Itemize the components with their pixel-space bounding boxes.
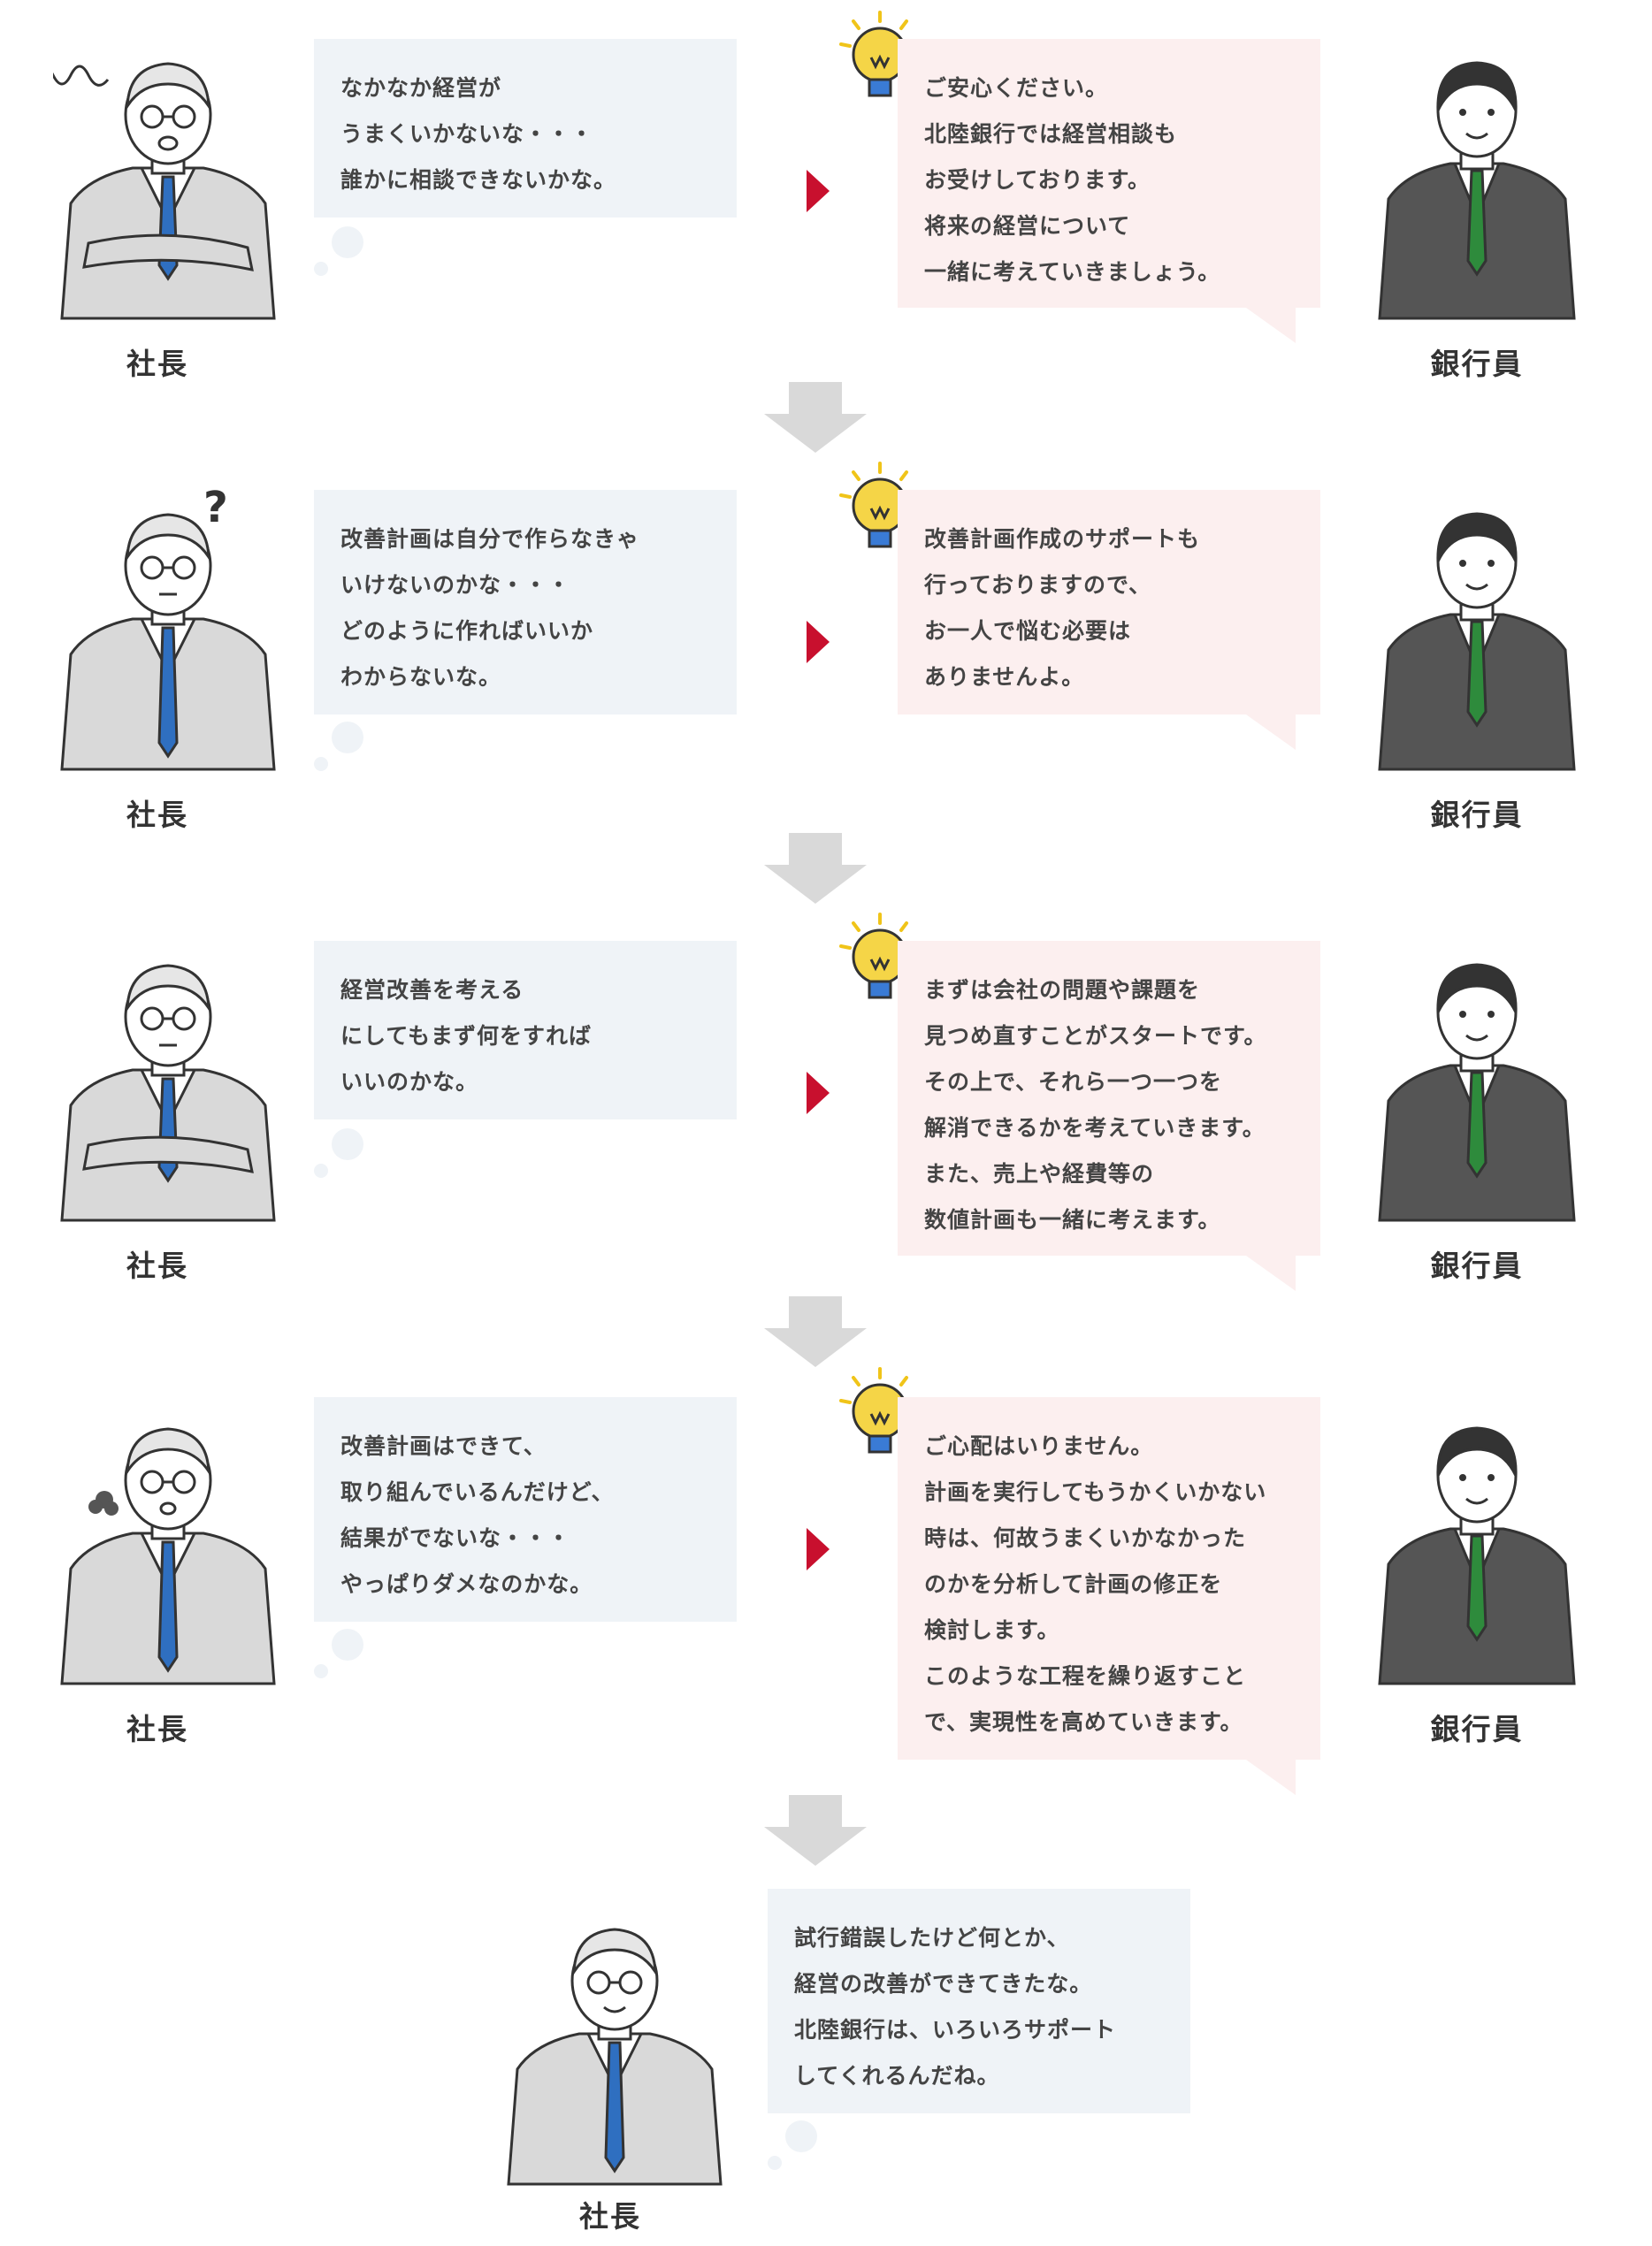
president-illustration: [60, 1427, 276, 1685]
lightbulb-icon: [839, 462, 921, 548]
sigh-puff-icon: [88, 1491, 119, 1516]
bubble-line: また、売上や経費等の: [924, 1161, 1155, 1187]
president-illustration: [53, 62, 276, 320]
president-speech-bubble: 改善計画は自分で作らなきゃ いけないのかな・・・ どのように作ればいいか わから…: [314, 490, 737, 714]
bubble-line: 経営の改善ができてきたな。: [794, 1971, 1093, 1997]
dialogue-row-3: 社長 経営改善を考える にしてもまず何をすれば いいのかな。 まずは会社の問題や…: [0, 902, 1652, 1291]
bubble-line: このような工程を繰り返すこと: [924, 1663, 1247, 1689]
bubble-line: 誰かに相談できないかな。: [340, 167, 617, 193]
bubble-line: 検討します。: [924, 1617, 1060, 1643]
bubble-line: やっぱりダメなのかな。: [340, 1571, 593, 1597]
banker-caption: 銀行員: [1430, 1249, 1524, 1283]
worried-squiggle-icon: [53, 65, 110, 87]
bubble-line: お受けしております。: [924, 167, 1151, 193]
bubble-line: 改善計画はできて、: [340, 1433, 547, 1459]
bubble-line: ありませんよ。: [924, 664, 1085, 690]
bubble-line: 結果がでないな・・・: [340, 1525, 571, 1551]
bubble-line: お一人で悩む必要は: [924, 618, 1132, 644]
bubble-line: 北陸銀行では経営相談も: [924, 121, 1178, 147]
down-arrow-icon: [764, 1296, 867, 1367]
president-figure: [53, 1401, 276, 1692]
bubble-line: 行っておりますので、: [924, 572, 1152, 598]
bubble-tail: [1246, 1256, 1296, 1291]
president-speech-bubble: 改善計画はできて、 取り組んでいるんだけど、 結果がでないな・・・ やっぱりダメ…: [314, 1397, 737, 1622]
bubble-tail: [1246, 308, 1296, 343]
down-arrow-icon: [764, 833, 867, 904]
banker-figure: [1371, 500, 1576, 774]
red-triangle-arrow-icon: [807, 1072, 830, 1114]
banker-illustration: [1378, 61, 1576, 320]
bubble-line: ご心配はいりません。: [924, 1433, 1154, 1459]
banker-illustration: [1378, 512, 1576, 771]
bubble-line: わからないな。: [340, 664, 502, 690]
president-speech-bubble: 試行錯誤したけど何とか、 経営の改善ができてきたな。 北陸銀行は、いろいろサポー…: [768, 1889, 1190, 2113]
president-figure: [53, 35, 276, 327]
president-caption: 社長: [126, 798, 188, 832]
bubble-line: 改善計画作成のサポートも: [924, 526, 1201, 552]
bubble-line: 取り組んでいるんだけど、: [340, 1479, 615, 1505]
banker-figure: [1371, 49, 1576, 323]
final-row: 社長 試行錯誤したけど何とか、 経営の改善ができてきたな。 北陸銀行は、いろいろ…: [0, 1875, 1652, 2246]
banker-speech-bubble: ご安心ください。 北陸銀行では経営相談も お受けしております。 将来の経営につい…: [898, 39, 1320, 343]
bubble-line: いいのかな。: [340, 1069, 479, 1095]
bubble-tail: [1246, 1760, 1296, 1795]
president-illustration: ?: [60, 486, 276, 771]
bubble-line: 時は、何故うまくいかなかった: [924, 1525, 1247, 1551]
president-speech-bubble: 経営改善を考える にしてもまず何をすれば いいのかな。: [314, 941, 737, 1119]
president-figure: [53, 937, 276, 1229]
bubble-line: のかを分析して計画の修正を: [924, 1571, 1223, 1597]
down-arrow-icon: [764, 382, 867, 453]
president-caption: 社長: [579, 2199, 641, 2234]
bubble-line: ご安心ください。: [924, 75, 1109, 101]
question-mark-icon: ?: [203, 486, 228, 532]
president-figure: [500, 1901, 723, 2193]
bubble-line: 改善計画は自分で作らなきゃ: [340, 526, 640, 552]
president-speech-bubble: なかなか経営が うまくいかないな・・・ 誰かに相談できないかな。: [314, 39, 737, 218]
bubble-line: 将来の経営について: [924, 213, 1131, 239]
bubble-line: 解消できるかを考えていきます。: [924, 1115, 1266, 1141]
bubble-line: してくれるんだね。: [794, 2063, 1000, 2089]
bubble-line: どのように作ればいいか: [340, 618, 594, 644]
bubble-line: 計画を実行してもうかくいかない: [924, 1479, 1267, 1505]
bubble-line: 経営改善を考える: [340, 977, 524, 1003]
banker-figure: [1371, 1414, 1576, 1688]
bubble-line: まずは会社の問題や課題を: [924, 977, 1201, 1003]
bubble-line: いけないのかな・・・: [340, 572, 571, 598]
bubble-line: 北陸銀行は、いろいろサポート: [794, 2017, 1117, 2043]
down-arrow-icon: [764, 1795, 867, 1866]
dialogue-row-4: 社長 改善計画はできて、 取り組んでいるんだけど、 結果がでないな・・・ やっぱ…: [0, 1365, 1652, 1795]
bubble-line: 一緒に考えていきましょう。: [924, 259, 1221, 285]
dialogue-row-2: ? 社長 改善計画は自分で作らなきゃ いけないのかな・・・ どのように作ればいい…: [0, 451, 1652, 832]
bubble-tail: [1246, 714, 1296, 750]
banker-illustration: [1378, 963, 1576, 1222]
banker-speech-bubble: 改善計画作成のサポートも 行っておりますので、 お一人で悩む必要は ありませんよ…: [898, 490, 1320, 750]
red-triangle-arrow-icon: [807, 170, 830, 212]
banker-speech-bubble: ご心配はいりません。 計画を実行してもうかくいかない 時は、何故うまくいかなかっ…: [898, 1397, 1320, 1795]
bubble-line: 見つめ直すことがスタートです。: [924, 1023, 1267, 1049]
bubble-line: なかなか経営が: [340, 75, 502, 101]
president-figure: ?: [53, 486, 276, 778]
banker-caption: 銀行員: [1430, 1712, 1524, 1746]
red-triangle-arrow-icon: [807, 621, 830, 663]
bubble-line: うまくいかないな・・・: [340, 121, 594, 147]
red-triangle-arrow-icon: [807, 1528, 830, 1570]
bubble-line: 数値計画も一緒に考えます。: [924, 1207, 1221, 1233]
president-caption: 社長: [126, 1249, 188, 1283]
bubble-line: にしてもまず何をすれば: [340, 1023, 593, 1049]
bubble-line: で、実現性を高めていきます。: [924, 1709, 1243, 1735]
banker-illustration: [1378, 1426, 1576, 1685]
president-illustration: [507, 1928, 723, 2186]
president-illustration: [60, 964, 276, 1222]
bubble-line: その上で、それら一つ一つを: [924, 1069, 1223, 1095]
president-caption: 社長: [126, 347, 188, 381]
banker-caption: 銀行員: [1430, 798, 1524, 832]
bubble-line: 試行錯誤したけど何とか、: [794, 1925, 1070, 1951]
banker-caption: 銀行員: [1430, 347, 1524, 381]
banker-figure: [1371, 951, 1576, 1225]
president-caption: 社長: [126, 1712, 188, 1746]
banker-speech-bubble: まずは会社の問題や課題を 見つめ直すことがスタートです。 その上で、それら一つ一…: [898, 941, 1320, 1291]
dialogue-row-1: 社長 なかなか経営が うまくいかないな・・・ 誰かに相談できないかな。 ご安心く…: [0, 0, 1652, 381]
